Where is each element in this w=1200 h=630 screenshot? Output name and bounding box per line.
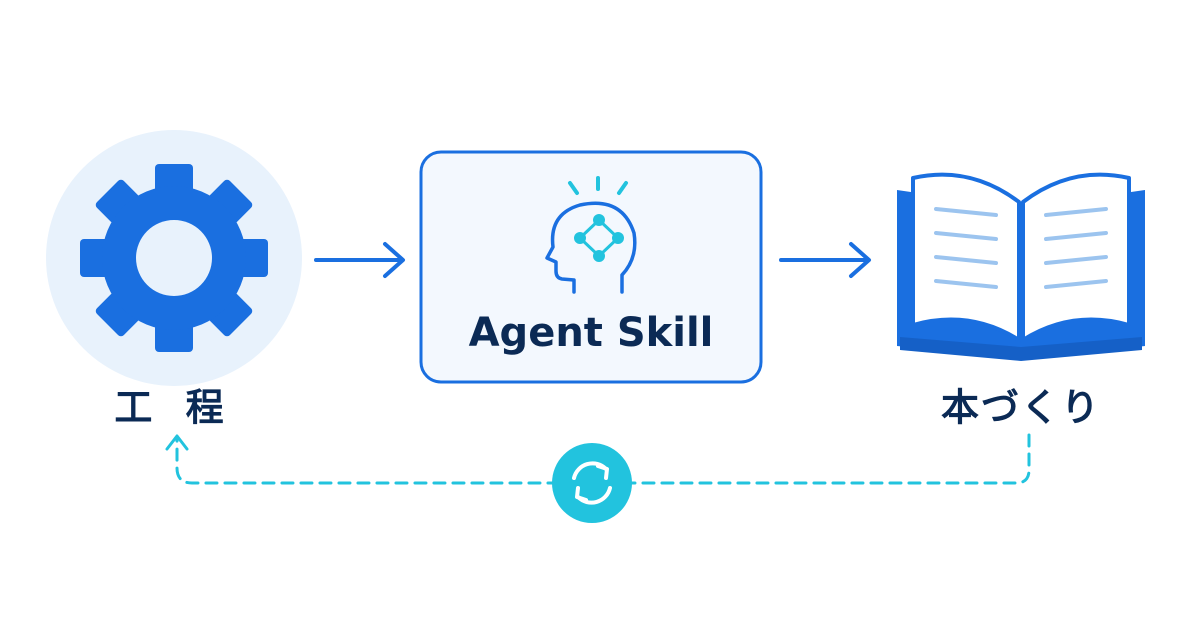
agent-skill-node — [419, 150, 763, 384]
bookmaking-node — [897, 172, 1145, 361]
bookmaking-label: 本づくり — [940, 385, 1102, 430]
arrow-skill-to-book — [779, 242, 871, 278]
process-node — [46, 130, 302, 386]
refresh-cycle-icon — [552, 443, 632, 523]
skill-box — [419, 150, 763, 384]
open-book-icon — [897, 172, 1145, 361]
arrow-process-to-skill — [314, 242, 405, 278]
feedback-loop — [165, 433, 1031, 523]
process-label: 工 程 — [114, 385, 234, 430]
head-network-icon — [545, 176, 637, 294]
gear-icon — [80, 164, 268, 352]
agent-skill-label: Agent Skill — [468, 310, 714, 356]
